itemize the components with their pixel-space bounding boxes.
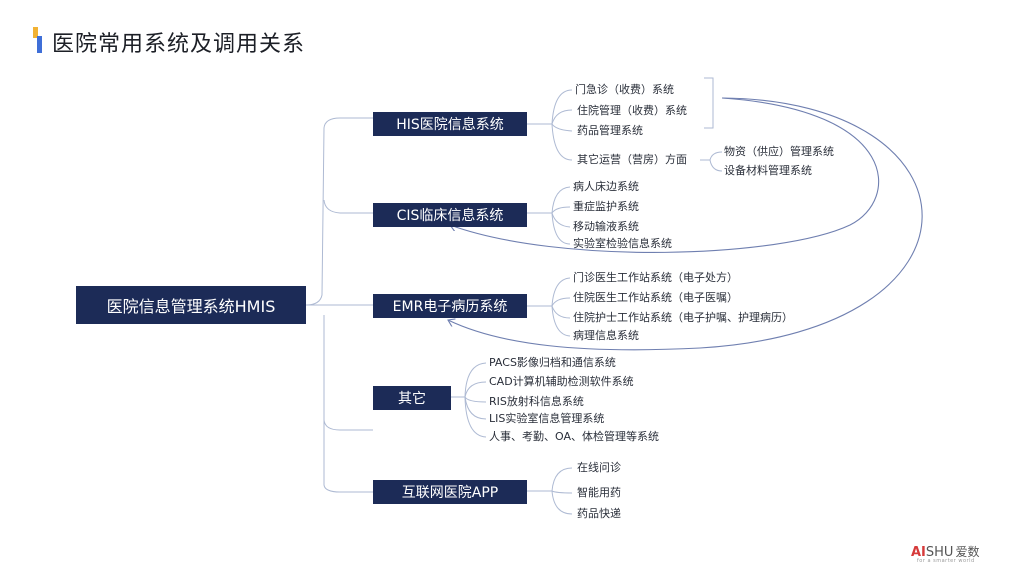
other-node: 其它 — [373, 386, 451, 410]
app-item: 在线问诊 — [577, 461, 621, 474]
title-accent-icon — [33, 27, 43, 53]
other-item: CAD计算机辅助检测软件系统 — [489, 375, 634, 388]
other-item: 人事、考勤、OA、体检管理等系统 — [489, 430, 659, 443]
app-item: 药品快递 — [577, 507, 621, 520]
his-sub-item: 物资（供应）管理系统 — [724, 145, 834, 158]
his-node: HIS医院信息系统 — [373, 112, 527, 136]
emr-item: 病理信息系统 — [573, 329, 639, 342]
emr-item: 住院医生工作站系统（电子医嘱） — [573, 291, 738, 304]
his-item: 门急诊（收费）系统 — [575, 83, 674, 96]
page-title: 医院常用系统及调用关系 — [52, 32, 306, 57]
cis-item: 实验室检验信息系统 — [573, 237, 672, 250]
emr-item: 门诊医生工作站系统（电子处方） — [573, 271, 738, 284]
cis-node: CIS临床信息系统 — [373, 203, 527, 227]
emr-node: EMR电子病历系统 — [373, 294, 527, 318]
cis-item: 病人床边系统 — [573, 180, 639, 193]
other-item: PACS影像归档和通信系统 — [489, 356, 616, 369]
his-sub-item: 设备材料管理系统 — [724, 164, 812, 177]
his-item: 住院管理（收费）系统 — [577, 104, 687, 117]
app-node: 互联网医院APP — [373, 480, 527, 504]
other-item: LIS实验室信息管理系统 — [489, 412, 605, 425]
his-item: 其它运营（营房）方面 — [577, 153, 687, 166]
emr-item: 住院护士工作站系统（电子护嘱、护理病历） — [573, 311, 793, 324]
other-item: RIS放射科信息系统 — [489, 395, 584, 408]
cis-item: 重症监护系统 — [573, 200, 639, 213]
his-item: 药品管理系统 — [577, 124, 643, 137]
root-node: 医院信息管理系统HMIS — [76, 286, 306, 324]
app-item: 智能用药 — [577, 486, 621, 499]
cis-item: 移动输液系统 — [573, 220, 639, 233]
